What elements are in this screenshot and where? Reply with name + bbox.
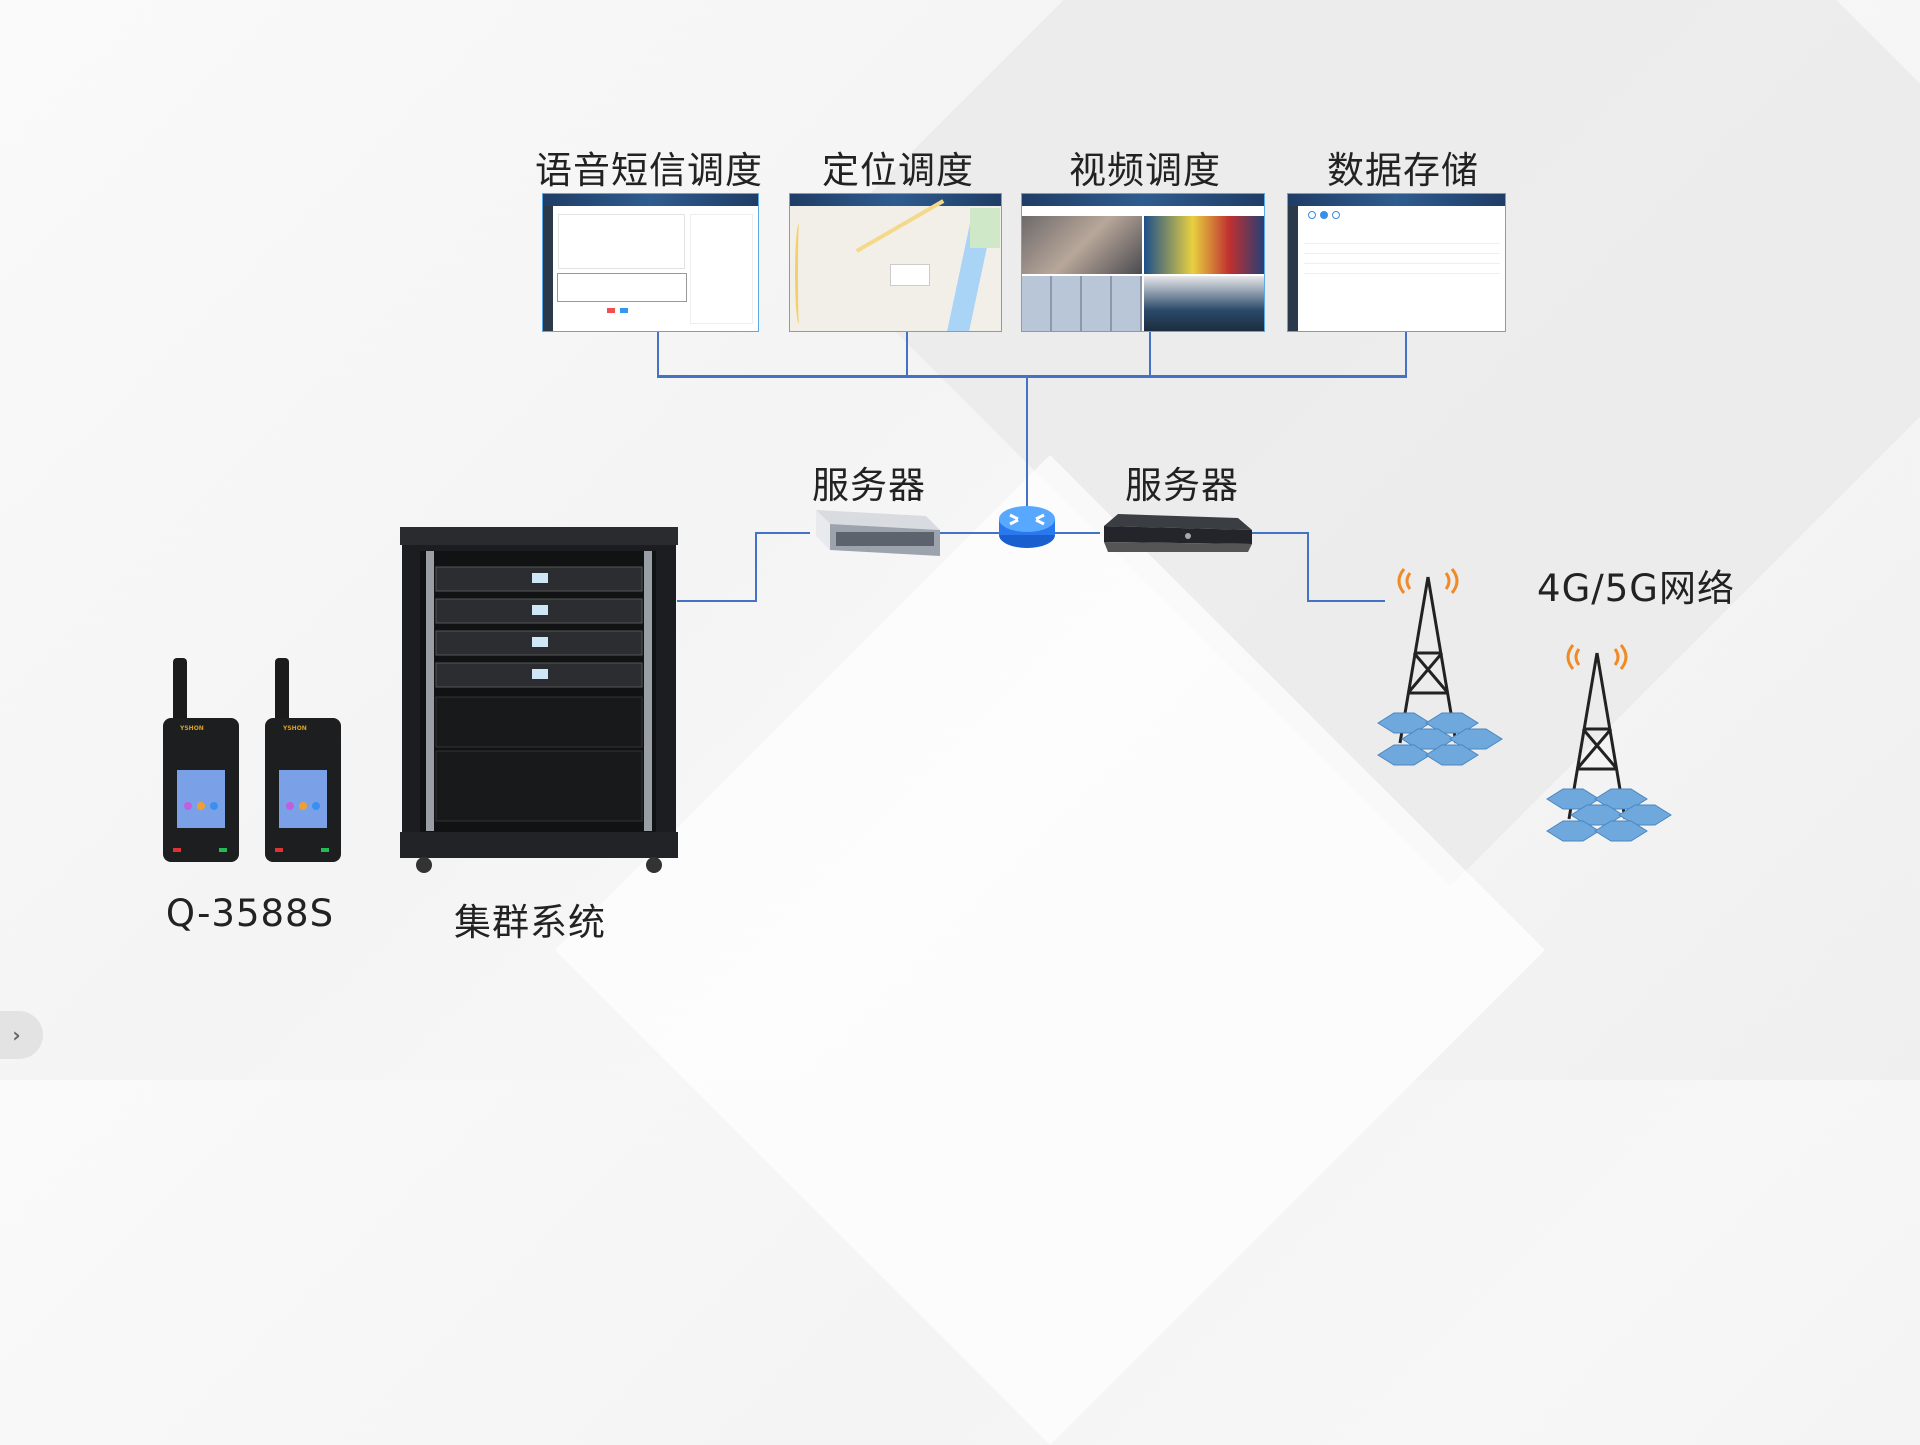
connector-line — [1250, 532, 1309, 534]
connector-line — [906, 332, 908, 377]
handheld-radio-image — [163, 658, 341, 862]
terminal-label: Q-3588S — [165, 892, 335, 935]
connector-line — [1405, 332, 1407, 377]
connector-line — [1307, 600, 1385, 602]
connector-line — [938, 532, 1000, 534]
next-slide-button[interactable]: › — [0, 1011, 43, 1059]
rack-server-icon — [816, 510, 940, 556]
connector-line — [657, 375, 1407, 378]
connector-line — [657, 332, 659, 377]
radio-brand-logo: YSHON — [180, 725, 204, 732]
gateway-server-icon — [1104, 514, 1252, 552]
video-surveillance-screenshot — [1021, 193, 1265, 332]
app-label-location: 定位调度 — [822, 149, 974, 192]
connector-line — [1149, 332, 1151, 377]
connector-line — [1054, 532, 1100, 534]
connector-line — [755, 532, 810, 534]
app-label-storage: 数据存储 — [1327, 149, 1479, 192]
connector-line — [755, 532, 757, 602]
location-map-screenshot — [789, 193, 1002, 332]
router-icon — [999, 506, 1055, 548]
app-label-voice-sms: 语音短信调度 — [535, 149, 763, 192]
data-storage-screenshot — [1287, 193, 1506, 332]
chevron-right-icon: › — [12, 1023, 21, 1047]
server-label: 服务器 — [812, 464, 926, 507]
cell-tower-icon — [1377, 568, 1503, 766]
connector-line — [1307, 532, 1309, 602]
voice-sms-screenshot — [542, 193, 759, 332]
network-label: 4G/5G网络 — [1537, 567, 1735, 610]
radio-brand-logo: YSHON — [283, 725, 307, 732]
cell-tower-icon — [1545, 643, 1673, 843]
connector-line — [677, 600, 756, 602]
app-label-video: 视频调度 — [1069, 149, 1221, 192]
connector-line — [1026, 377, 1028, 507]
background-shape — [813, 0, 1920, 887]
cluster-label: 集群系统 — [454, 901, 606, 944]
server-label: 服务器 — [1125, 464, 1239, 507]
cluster-cabinet-image — [400, 527, 678, 873]
